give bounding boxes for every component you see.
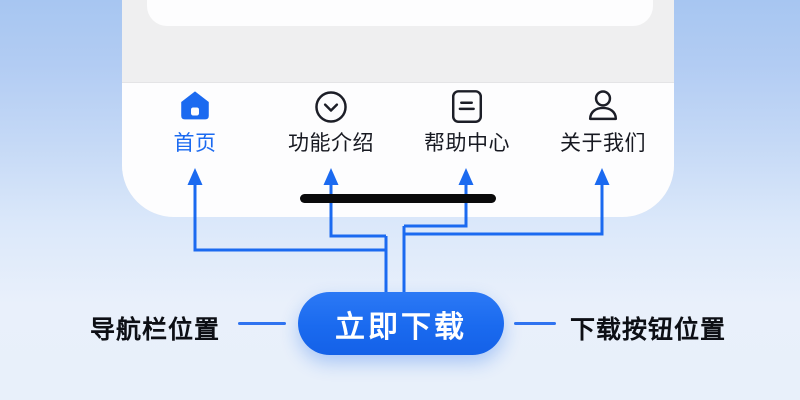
circle-chevron-down-icon xyxy=(315,91,347,123)
tab-item-about[interactable]: 关于我们 xyxy=(543,88,663,156)
callout-navbar-label: 导航栏位置 xyxy=(90,316,221,344)
tab-item-home[interactable]: 首页 xyxy=(135,88,255,156)
tab-label: 关于我们 xyxy=(560,132,646,155)
tab-label: 帮助中心 xyxy=(424,132,510,155)
document-icon xyxy=(451,90,483,123)
tab-item-help[interactable]: 帮助中心 xyxy=(407,88,527,156)
home-icon xyxy=(181,91,209,120)
callout-right-line xyxy=(514,322,556,325)
phone-mockup: 首页 功能介绍 帮助中心 关于我们 xyxy=(122,0,674,217)
tab-item-features[interactable]: 功能介绍 xyxy=(271,88,391,156)
callout-left-line xyxy=(238,322,286,325)
tab-label: 首页 xyxy=(173,132,217,155)
callout-download-label: 下载按钮位置 xyxy=(570,316,727,344)
download-button-label: 立即下载 xyxy=(335,310,467,344)
download-button[interactable]: 立即下载 xyxy=(298,292,504,355)
user-icon xyxy=(588,90,618,121)
screen-content-card xyxy=(147,0,653,26)
tab-label: 功能介绍 xyxy=(288,132,374,155)
home-indicator-bar xyxy=(300,194,496,203)
